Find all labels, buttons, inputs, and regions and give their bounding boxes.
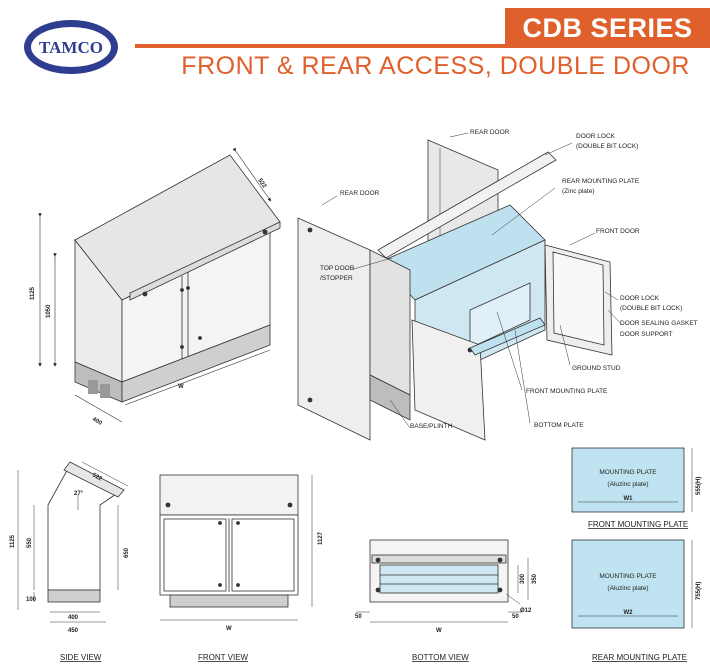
side-view bbox=[17, 461, 129, 623]
label-rear-mounting-plate-sub: (Zinc plate) bbox=[562, 188, 595, 195]
header-rule bbox=[135, 44, 507, 48]
exp-top-door bbox=[377, 151, 557, 259]
caption-side-view: SIDE VIEW bbox=[60, 653, 102, 662]
label-door-lock-top: DOOR LOCK bbox=[576, 133, 616, 140]
dim-side-100: 100 bbox=[26, 597, 37, 603]
caption-front-view: FRONT VIEW bbox=[198, 653, 249, 662]
dim-side-522: 522 bbox=[91, 472, 103, 482]
series-title: CDB SERIES bbox=[505, 8, 710, 48]
dim-side-550: 550 bbox=[27, 537, 33, 548]
caption-front-mounting-plate: FRONT MOUNTING PLATE bbox=[588, 520, 688, 529]
rear-plate-title: MOUNTING PLATE bbox=[599, 573, 657, 580]
rear-plate-height: 755(H) bbox=[696, 582, 702, 600]
label-door-sealing-gasket: DOOR SEALING GASKET bbox=[620, 320, 698, 327]
label-top-door-sub: /STOPPER bbox=[320, 275, 353, 282]
label-front-mounting-plate: FRONT MOUNTING PLATE bbox=[526, 388, 608, 395]
label-top-door: TOP DOOR bbox=[320, 265, 355, 272]
label-base-plinth: BASE/PLINTH bbox=[410, 423, 453, 430]
iso-view bbox=[38, 147, 281, 423]
caption-rear-mounting-plate: REAR MOUNTING PLATE bbox=[592, 653, 687, 662]
dim-bottom-left: 50 bbox=[355, 614, 362, 620]
dim-bottom-hole: Ø12 bbox=[520, 608, 532, 614]
rear-mounting-plate-drawing bbox=[571, 539, 693, 629]
dim-side-400: 400 bbox=[68, 615, 79, 621]
exploded-view bbox=[297, 132, 623, 441]
dim-side-650: 650 bbox=[124, 547, 130, 558]
rear-plate-width: W2 bbox=[624, 610, 634, 616]
dim-iso-1050: 1050 bbox=[46, 304, 52, 318]
dim-iso-w: W bbox=[178, 384, 184, 390]
dim-iso-1125: 1125 bbox=[30, 286, 36, 300]
label-door-support: DOOR SUPPORT bbox=[620, 331, 673, 338]
label-front-door: FRONT DOOR bbox=[596, 228, 640, 235]
front-top-cap bbox=[159, 474, 299, 516]
label-rear-door-top: REAR DOOR bbox=[470, 129, 510, 136]
label-rear-door-left: REAR DOOR bbox=[340, 190, 380, 197]
label-door-lock-top-sub: (DOUBLE BIT LOCK) bbox=[576, 143, 638, 150]
dim-bottom-right: 50 bbox=[512, 614, 519, 620]
exp-rear-door-left bbox=[297, 217, 371, 441]
label-rear-mounting-plate: REAR MOUNTING PLATE bbox=[562, 178, 640, 185]
exploded-labels: REAR DOOR DOOR LOCK (DOUBLE BIT LOCK) RE… bbox=[320, 129, 698, 430]
dim-front-width: W bbox=[226, 626, 232, 632]
dim-front-height: 1127 bbox=[318, 531, 324, 545]
front-plate-subtitle: (Aluzinc plate) bbox=[607, 481, 648, 488]
dim-side-angle: 27° bbox=[74, 491, 84, 497]
logo-text: TAMCO bbox=[39, 38, 103, 57]
dim-bottom-width: W bbox=[436, 628, 442, 634]
label-door-lock-right: DOOR LOCK bbox=[620, 295, 660, 302]
front-plate-height: 555(H) bbox=[696, 477, 702, 495]
subtitle: FRONT & REAR ACCESS, DOUBLE DOOR bbox=[181, 52, 690, 80]
label-ground-stud: GROUND STUD bbox=[572, 365, 621, 372]
rear-plate-subtitle: (Aluzinc plate) bbox=[607, 585, 648, 592]
dim-bottom-300: 300 bbox=[520, 573, 526, 584]
front-mounting-plate-drawing bbox=[571, 447, 693, 513]
caption-bottom-view: BOTTOM VIEW bbox=[412, 653, 469, 662]
front-plate-title: MOUNTING PLATE bbox=[599, 469, 657, 476]
label-bottom-plate: BOTTOM PLATE bbox=[534, 422, 584, 429]
bottom-view bbox=[356, 539, 529, 623]
dim-side-450: 450 bbox=[68, 628, 79, 634]
front-plate-width: W1 bbox=[624, 496, 634, 502]
label-door-lock-right-sub: (DOUBLE BIT LOCK) bbox=[620, 305, 682, 312]
tamco-logo: TAMCO bbox=[22, 18, 120, 76]
exp-front-door-left bbox=[411, 319, 486, 441]
dim-iso-400: 400 bbox=[91, 417, 103, 428]
dim-iso-522: 522 bbox=[256, 178, 267, 190]
dim-bottom-350: 350 bbox=[532, 573, 538, 584]
dim-side-1125: 1125 bbox=[10, 534, 16, 548]
front-view bbox=[159, 474, 313, 621]
